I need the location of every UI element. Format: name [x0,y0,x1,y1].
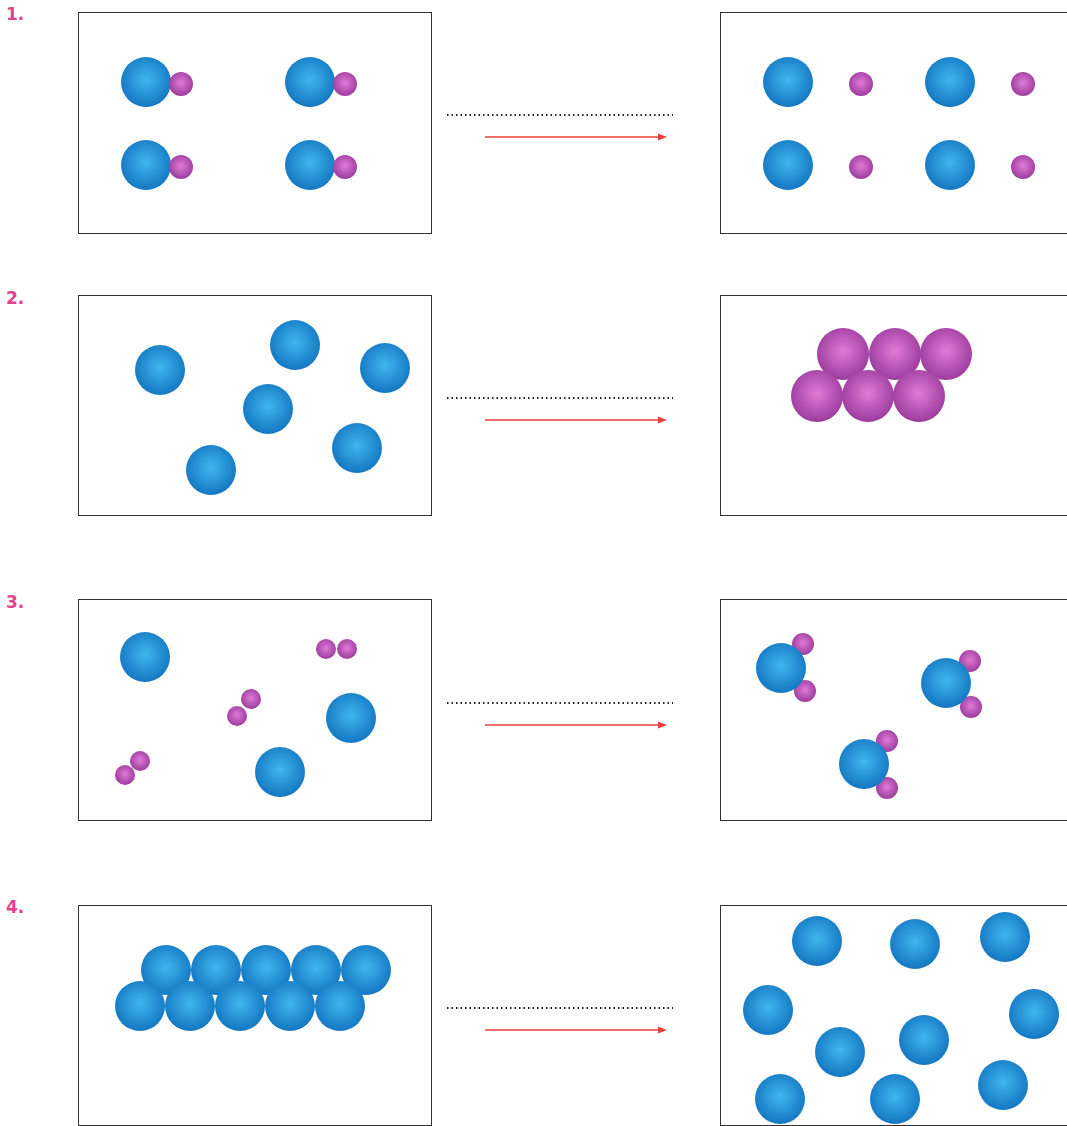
row1-particles [121,57,1035,190]
frames [79,13,1067,1126]
callout-number: 4. [6,899,24,916]
callout-number: 1. [6,6,24,23]
reaction-arrows [485,134,667,1034]
callout-number: 3. [6,594,24,611]
row3-particles [115,632,982,799]
row2-particles [135,320,972,495]
callout-number: 2. [6,290,24,307]
row4-particles [115,912,1059,1124]
fill-in-lines [447,115,673,1008]
